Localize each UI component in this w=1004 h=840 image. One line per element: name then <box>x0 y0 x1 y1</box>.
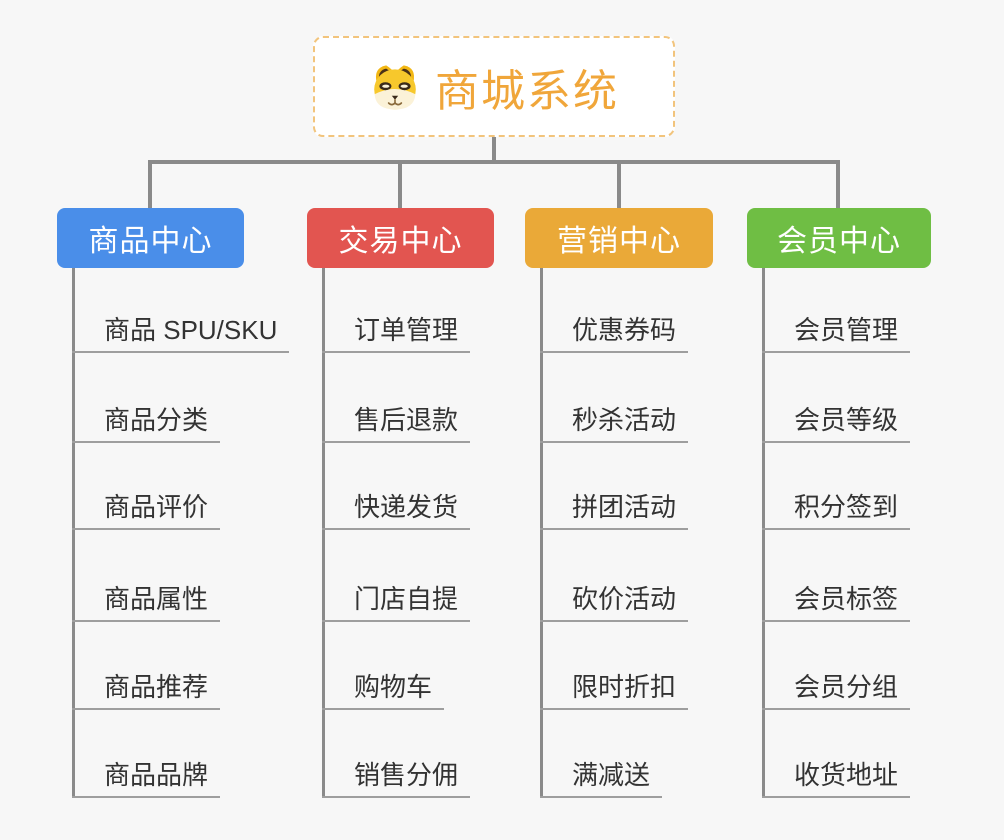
connector-drop-marketing <box>617 160 621 208</box>
branch-label: 商品中心 <box>88 225 213 258</box>
connector-drop-product <box>148 160 152 208</box>
leaf-node[interactable]: 拼团活动 <box>540 490 689 530</box>
leaf-node[interactable]: 收货地址 <box>762 758 911 798</box>
leaf-node[interactable]: 满减送 <box>540 758 663 798</box>
branch-node-member-center[interactable]: 会员中心 <box>747 208 931 268</box>
branch-label: 营销中心 <box>557 225 681 258</box>
leaf-node[interactable]: 优惠券码 <box>540 313 689 353</box>
connector-drop-trade <box>398 160 402 208</box>
connector-branch-spine <box>72 268 75 798</box>
leaf-node[interactable]: 售后退款 <box>322 403 471 443</box>
leaf-node[interactable]: 订单管理 <box>322 313 471 353</box>
leaf-node[interactable]: 商品评价 <box>72 490 221 530</box>
leaf-node[interactable]: 购物车 <box>322 670 445 710</box>
leaf-node[interactable]: 商品品牌 <box>72 758 221 798</box>
branch-column-member: 会员中心 会员管理 会员等级 积分签到 会员标签 会员分组 收货地址 <box>747 208 967 808</box>
branch-column-trade: 交易中心 订单管理 售后退款 快递发货 门店自提 购物车 销售分佣 <box>307 208 527 808</box>
shiba-dog-icon <box>369 63 421 111</box>
branch-label: 交易中心 <box>338 225 463 258</box>
leaf-node[interactable]: 会员标签 <box>762 582 911 622</box>
leaf-node[interactable]: 快递发货 <box>322 490 471 530</box>
leaf-node[interactable]: 积分签到 <box>762 490 911 530</box>
branch-node-trade-center[interactable]: 交易中心 <box>307 208 494 268</box>
leaf-node[interactable]: 商品推荐 <box>72 670 221 710</box>
root-node-label: 商城系统 <box>435 66 619 116</box>
connector-root-stem <box>492 137 496 163</box>
branch-column-product: 商品中心 商品 SPU/SKU 商品分类 商品评价 商品属性 商品推荐 商品品牌 <box>57 208 290 808</box>
leaf-node[interactable]: 秒杀活动 <box>540 403 689 443</box>
leaf-node[interactable]: 限时折扣 <box>540 670 689 710</box>
leaf-node[interactable]: 门店自提 <box>322 582 471 622</box>
connector-drop-member <box>836 160 840 208</box>
leaf-node[interactable]: 会员等级 <box>762 403 911 443</box>
branch-node-marketing-center[interactable]: 营销中心 <box>525 208 713 268</box>
leaf-node[interactable]: 会员分组 <box>762 670 911 710</box>
root-node[interactable]: 商城系统 <box>313 36 675 137</box>
connector-branch-spine <box>762 268 765 798</box>
leaf-node[interactable]: 商品 SPU/SKU <box>72 313 290 353</box>
leaf-node[interactable]: 会员管理 <box>762 313 911 353</box>
branch-label: 会员中心 <box>777 225 901 258</box>
branch-column-marketing: 营销中心 优惠券码 秒杀活动 拼团活动 砍价活动 限时折扣 满减送 <box>525 208 745 808</box>
branch-node-product-center[interactable]: 商品中心 <box>57 208 244 268</box>
leaf-node[interactable]: 销售分佣 <box>322 758 471 798</box>
leaf-node[interactable]: 商品分类 <box>72 403 221 443</box>
leaf-node[interactable]: 商品属性 <box>72 582 221 622</box>
connector-branch-spine <box>322 268 325 798</box>
leaf-node[interactable]: 砍价活动 <box>540 582 689 622</box>
connector-horizontal-bar <box>148 160 840 164</box>
connector-branch-spine <box>540 268 543 798</box>
